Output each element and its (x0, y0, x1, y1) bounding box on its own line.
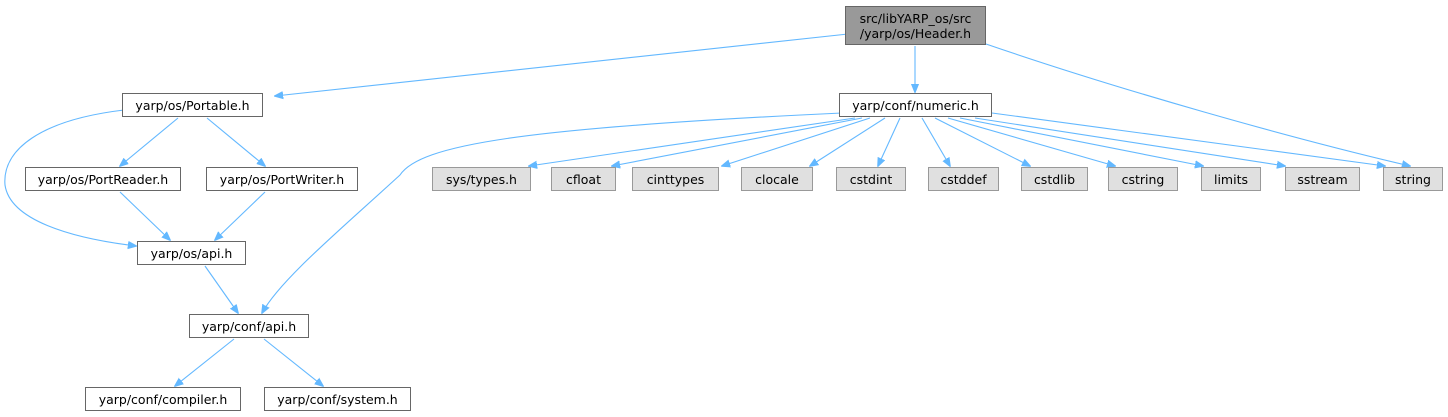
node-sstream[interactable]: sstream (1285, 167, 1360, 191)
edge-numeric-cstdlib (934, 117, 1030, 166)
edge-numeric-clocale (810, 117, 886, 166)
node-cinttypes[interactable]: cinttypes (632, 167, 719, 191)
node-header-h-line1: src/libYARP_os/src (859, 10, 972, 26)
node-cstddef[interactable]: cstddef (928, 167, 999, 191)
node-cstdlib[interactable]: cstdlib (1021, 167, 1088, 191)
edge-reader-osapi (119, 191, 170, 240)
node-portwriter-h[interactable]: yarp/os/PortWriter.h (206, 167, 358, 191)
edge-numeric-cstdint (878, 117, 901, 166)
node-cfloat[interactable]: cfloat (551, 167, 616, 191)
edge-numeric-sstream (974, 117, 1285, 166)
edge-numeric-confapi (262, 112, 843, 313)
node-portreader-h[interactable]: yarp/os/PortReader.h (25, 167, 181, 191)
node-cstdint[interactable]: cstdint (836, 167, 906, 191)
node-portable-h[interactable]: yarp/os/Portable.h (122, 93, 263, 117)
edge-numeric-cstddef (921, 117, 950, 166)
node-header-h-line2: /yarp/os/Header.h (859, 25, 972, 41)
edge-osapi-confapi (204, 265, 238, 313)
edge-header-string (985, 43, 1410, 166)
node-compiler-h[interactable]: yarp/conf/compiler.h (85, 387, 241, 411)
edge-portable-writer (206, 117, 265, 166)
node-os-api-h[interactable]: yarp/os/api.h (137, 241, 246, 265)
edge-confapi-system (263, 338, 323, 386)
node-limits[interactable]: limits (1201, 167, 1261, 191)
edge-portable-osapi (4, 109, 136, 246)
node-system-h[interactable]: yarp/conf/system.h (264, 387, 411, 411)
edge-numeric-cfloat (612, 117, 863, 166)
edge-header-portable (275, 33, 849, 96)
node-numeric-h[interactable]: yarp/conf/numeric.h (839, 93, 992, 117)
node-cstring[interactable]: cstring (1108, 167, 1178, 191)
edge-numeric-systypes (529, 117, 856, 166)
edge-numeric-cstring (947, 117, 1115, 166)
edge-confapi-compiler (175, 338, 235, 386)
edge-writer-osapi (215, 191, 266, 240)
node-conf-api-h[interactable]: yarp/conf/api.h (189, 314, 309, 338)
node-header-h[interactable]: src/libYARP_os/src /yarp/os/Header.h (845, 6, 986, 45)
edge-numeric-cinttypes (722, 117, 871, 166)
edge-numeric-limits (959, 117, 1203, 166)
node-clocale[interactable]: clocale (741, 167, 813, 191)
node-sys-types-h[interactable]: sys/types.h (432, 167, 531, 191)
node-string[interactable]: string (1383, 167, 1443, 191)
edge-portable-reader (120, 117, 179, 166)
edge-numeric-string (991, 112, 1385, 166)
